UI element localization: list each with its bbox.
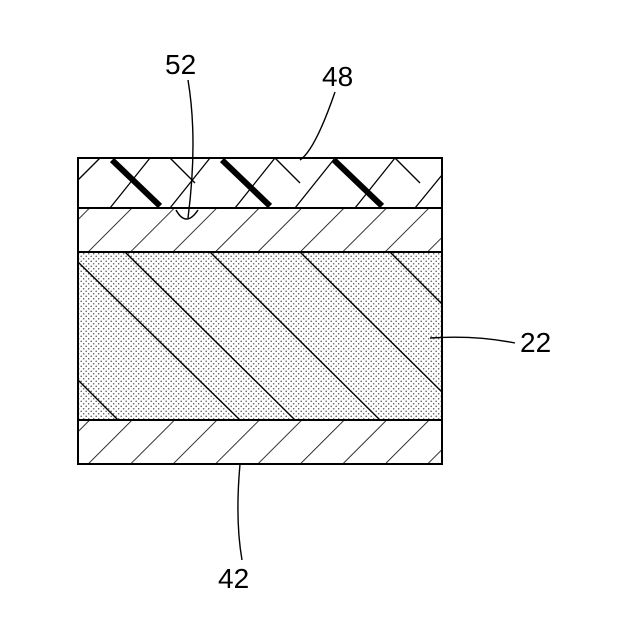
label-42: 42 [218, 563, 249, 594]
bottom-layer-42 [78, 420, 442, 464]
label-22: 22 [520, 327, 551, 358]
leader-48 [300, 92, 335, 160]
top-layer-48 [78, 158, 442, 208]
interface-layer [78, 208, 442, 252]
core-layer-22 [78, 252, 442, 420]
label-52: 52 [165, 49, 196, 80]
leader-42 [238, 464, 242, 560]
label-48: 48 [322, 61, 353, 92]
